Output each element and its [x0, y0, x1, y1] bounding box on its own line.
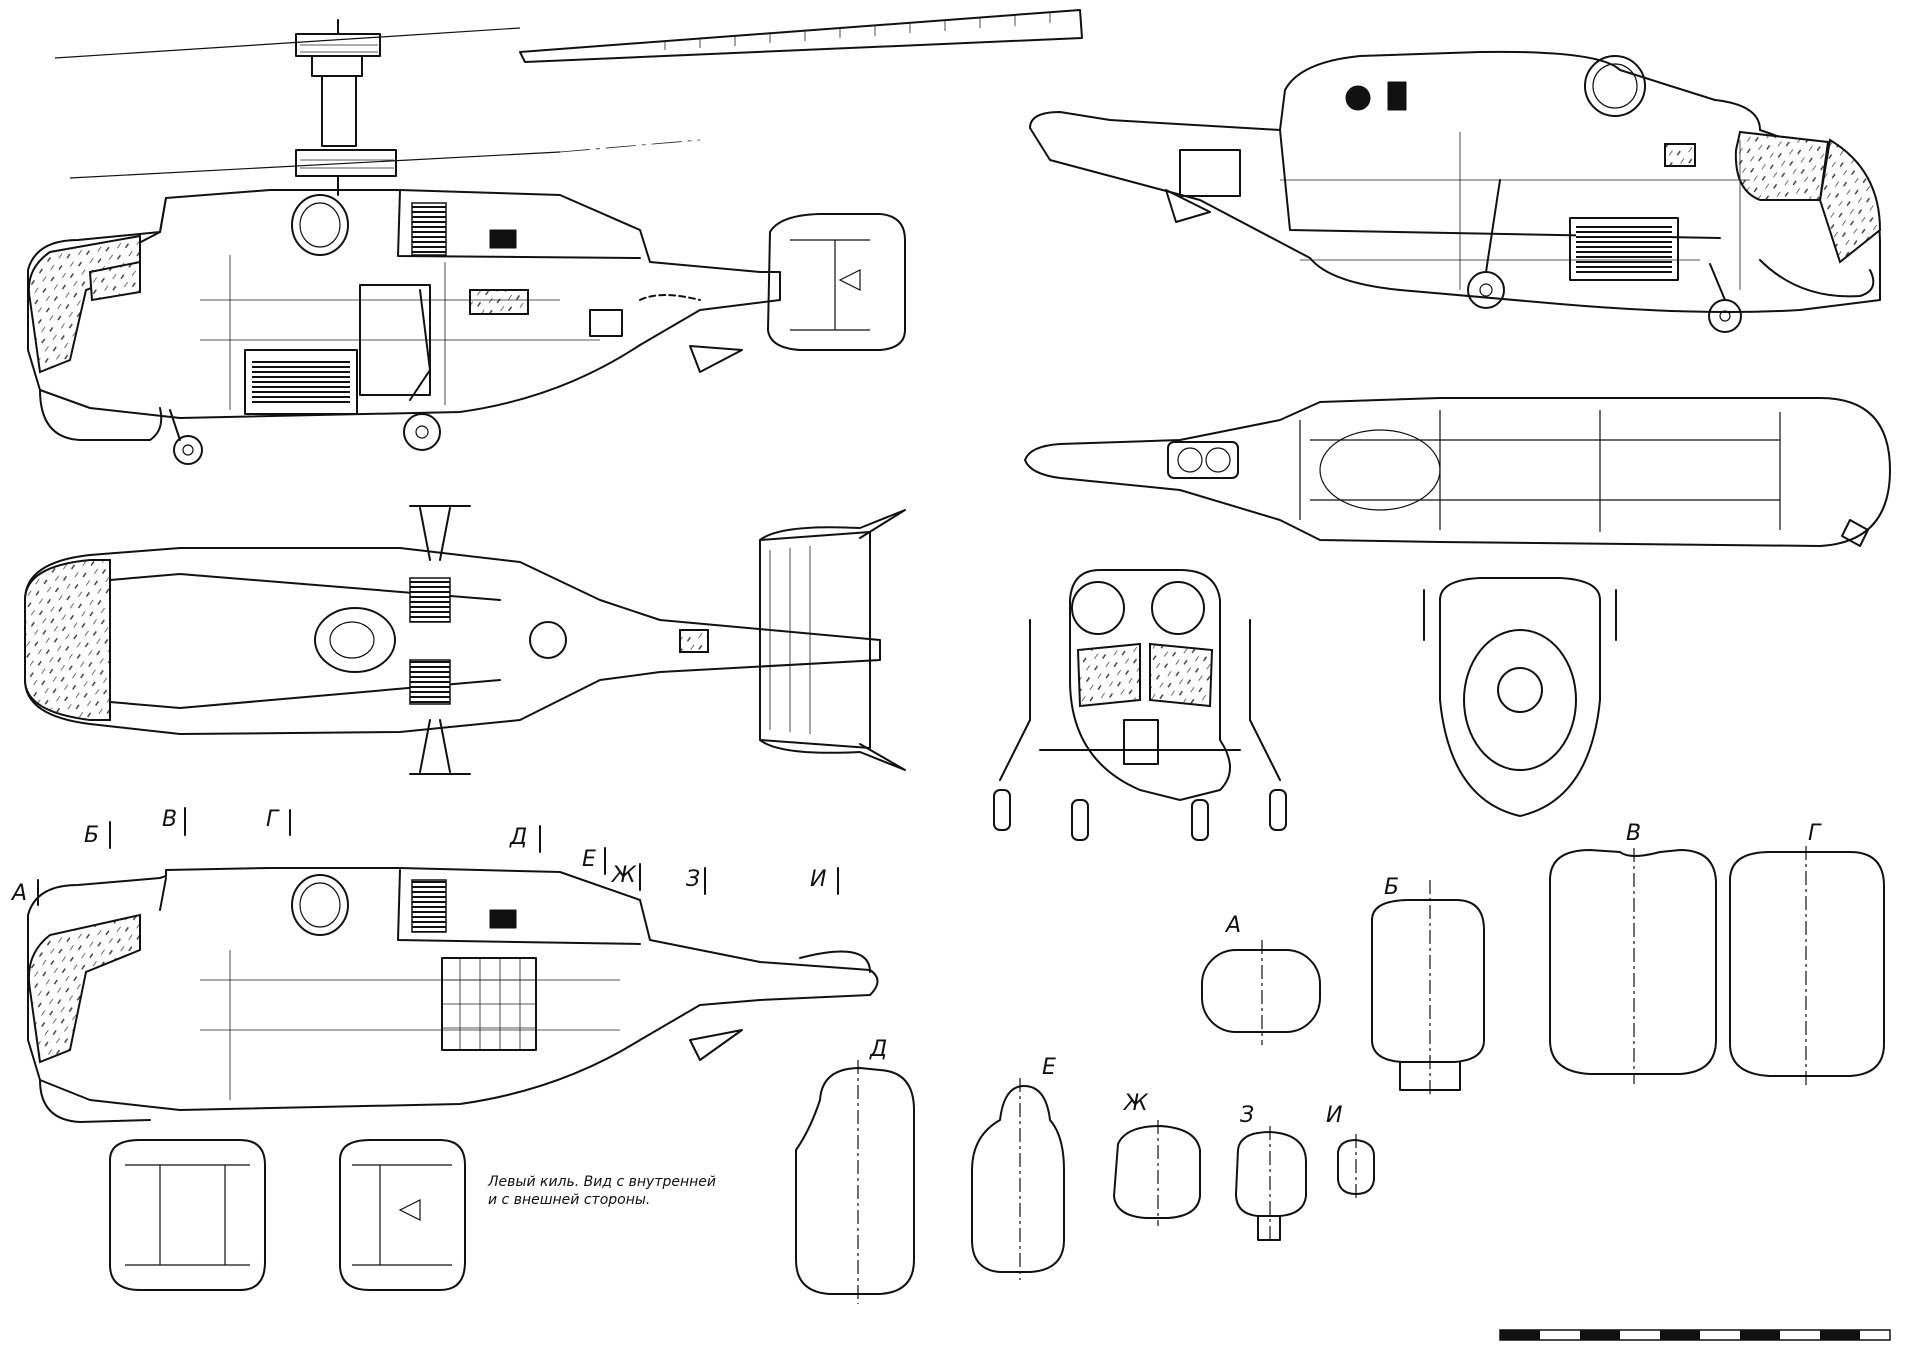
side-view-stations: А Б В Г Д Е Ж З И: [10, 807, 879, 1123]
station-mark-z: З: [686, 867, 700, 892]
section-v: В: [1549, 821, 1717, 1084]
section-b: Б: [1371, 875, 1485, 1098]
section-label-g: Г: [1808, 821, 1822, 846]
section-i: И: [1326, 1103, 1375, 1200]
section-label-e: Е: [1042, 1055, 1056, 1080]
left-fin-views: Левый киль. Вид с внутренней и с внешней…: [109, 1139, 716, 1291]
station-mark-g: Г: [266, 807, 280, 832]
section-a: А: [1201, 913, 1321, 1045]
station-mark-b: Б: [84, 823, 99, 848]
station-mark-e: Е: [582, 847, 596, 872]
station-marks: А Б В Г Д Е Ж З И: [10, 807, 839, 906]
top-view-left: [24, 505, 906, 775]
section-zh: Ж: [1113, 1091, 1201, 1226]
section-g: Г: [1729, 821, 1885, 1086]
fin-note-line2: и с внешней стороны.: [488, 1192, 650, 1208]
station-mark-d: Д: [509, 825, 527, 850]
cross-sections: А Б В Г Д Е Ж: [795, 821, 1885, 1304]
section-label-b: Б: [1384, 875, 1399, 900]
section-label-z: З: [1240, 1103, 1254, 1128]
front-view: [993, 569, 1287, 841]
section-label-v: В: [1626, 821, 1641, 846]
rotor-head: [295, 19, 397, 196]
top-view-right: [1024, 397, 1891, 547]
section-label-d: Д: [869, 1037, 887, 1062]
station-mark-v: В: [162, 807, 177, 832]
side-view-right: [1029, 50, 1882, 333]
rear-view: [1423, 577, 1617, 817]
section-d: Д: [795, 1037, 915, 1304]
section-e: Е: [971, 1055, 1065, 1280]
section-label-i: И: [1326, 1103, 1342, 1128]
section-z: З: [1235, 1103, 1307, 1244]
section-label-a: А: [1224, 913, 1241, 938]
scale-bar: [1499, 1329, 1891, 1341]
station-mark-a: А: [10, 881, 27, 906]
section-label-zh: Ж: [1122, 1091, 1149, 1116]
station-mark-zh: Ж: [610, 863, 637, 888]
side-view-left-with-rotors: [27, 9, 1083, 465]
station-mark-i: И: [810, 867, 826, 892]
fin-note-line1: Левый киль. Вид с внутренней: [487, 1174, 716, 1190]
